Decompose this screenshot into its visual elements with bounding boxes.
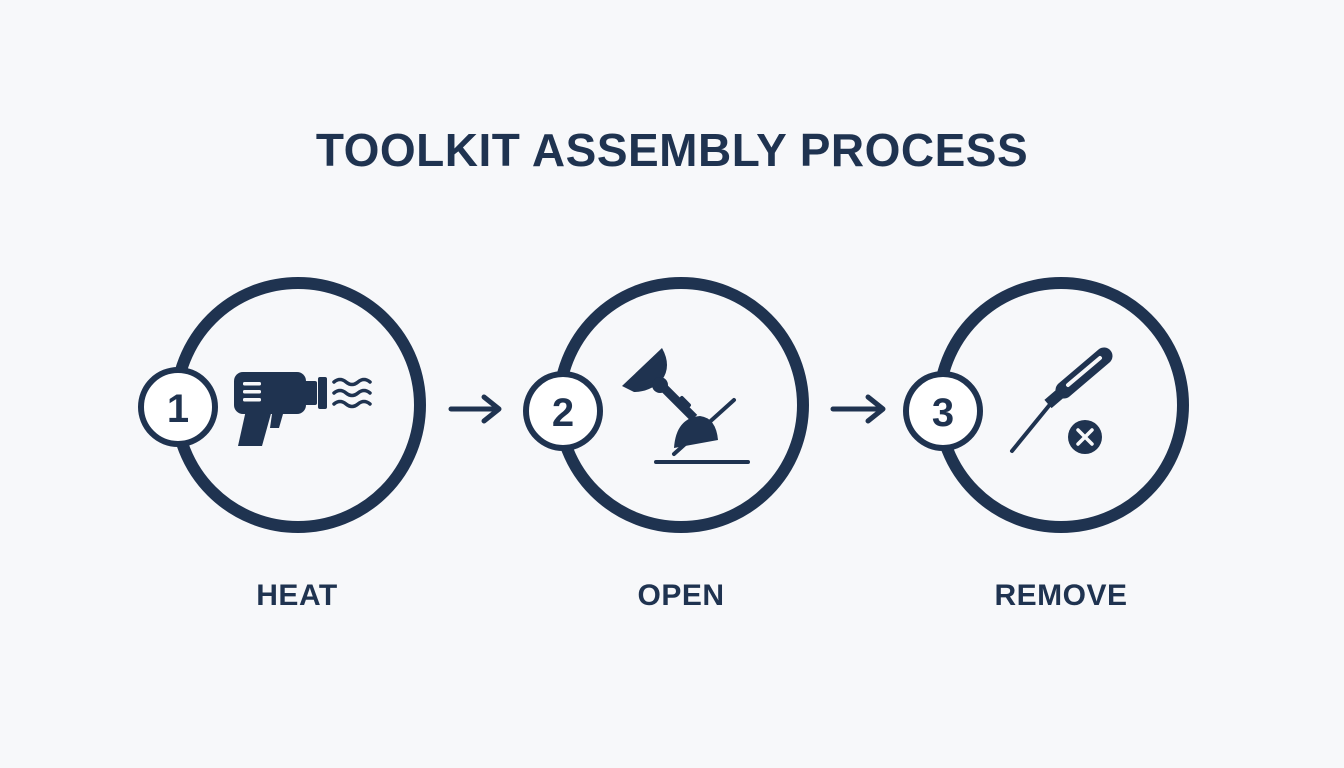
- step-2-number: 2: [552, 391, 574, 435]
- diagram-title: TOOLKIT ASSEMBLY PROCESS: [315, 124, 1029, 176]
- step-3-label: REMOVE: [994, 579, 1128, 612]
- step-3-number: 3: [932, 391, 954, 435]
- suction-cup-icon: [622, 348, 750, 464]
- screwdriver-remove-icon: [1010, 347, 1113, 454]
- step-1: 1: [138, 277, 426, 533]
- step-1-label: HEAT: [256, 579, 338, 612]
- step-2: 2: [523, 277, 809, 533]
- step-1-badge: [138, 367, 218, 447]
- arrow-right-icon: [448, 394, 502, 424]
- step-2-label: OPEN: [637, 579, 725, 612]
- step-2-badge: [523, 371, 603, 451]
- step-3: 3: [903, 277, 1189, 533]
- arrow-right-icon: [830, 394, 886, 424]
- heat-gun-icon: [234, 372, 372, 446]
- step-3-badge: [903, 371, 983, 451]
- step-1-number: 1: [167, 387, 189, 431]
